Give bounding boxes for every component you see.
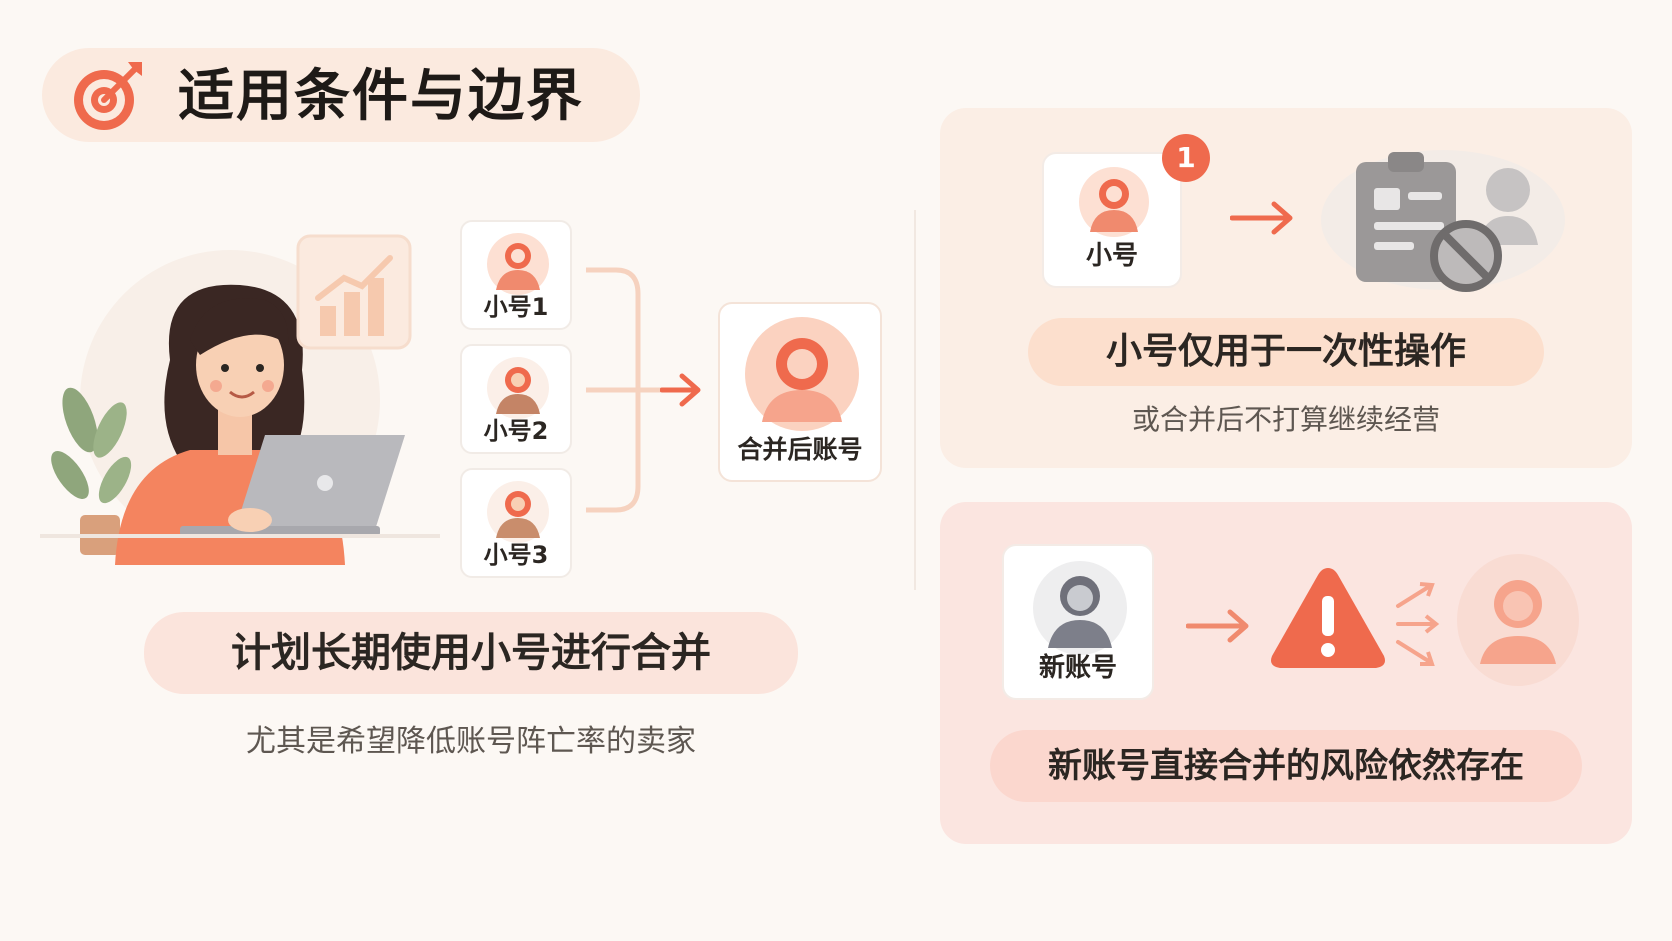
page-title: 适用条件与边界 — [178, 64, 584, 129]
bar-chart-icon — [296, 234, 412, 350]
scatter-arrows-icon — [1394, 578, 1442, 670]
arrow-right-icon — [1185, 604, 1252, 648]
warning-triangle-icon — [1266, 562, 1390, 674]
new-account-card: 新账号 — [1002, 544, 1154, 700]
arrow-right-icon — [659, 368, 704, 412]
left-subtext: 尤其是希望降低账号阵亡率的卖家 — [246, 724, 696, 759]
merged-account-label: 合并后账号 — [737, 435, 863, 464]
bottom-heading: 新账号直接合并的风险依然存在 — [990, 730, 1582, 802]
user-avatar-icon — [1079, 167, 1149, 237]
account-card-3: 小号3 — [460, 468, 572, 578]
top-heading: 小号仅用于一次性操作 — [1028, 318, 1544, 386]
user-avatar-icon — [487, 481, 549, 543]
step-badge: 1 — [1162, 134, 1210, 182]
account-label: 小号3 — [483, 541, 549, 569]
small-account-label: 小号 — [1085, 241, 1138, 271]
account-label: 小号2 — [483, 417, 549, 445]
user-avatar-icon — [487, 357, 549, 419]
account-label: 小号1 — [483, 293, 549, 321]
document-icon — [1318, 140, 1568, 300]
top-subtext: 或合并后不打算继续经营 — [1131, 403, 1440, 436]
left-heading: 计划长期使用小号进行合并 — [144, 612, 798, 694]
user-avatar-icon — [487, 233, 549, 295]
user-avatar-icon — [745, 317, 859, 431]
user-avatar-icon — [1033, 561, 1127, 655]
user-avatar-icon — [1456, 552, 1580, 688]
account-card-1: 小号1 — [460, 220, 572, 330]
new-account-label: 新账号 — [1038, 653, 1117, 683]
merged-account-card: 合并后账号 — [718, 302, 882, 482]
divider — [914, 210, 916, 590]
arrow-right-icon — [1229, 196, 1296, 240]
target-icon — [70, 58, 146, 134]
account-card-2: 小号2 — [460, 344, 572, 454]
small-account-card: 小号 — [1042, 152, 1182, 288]
ban-icon — [1428, 218, 1504, 294]
